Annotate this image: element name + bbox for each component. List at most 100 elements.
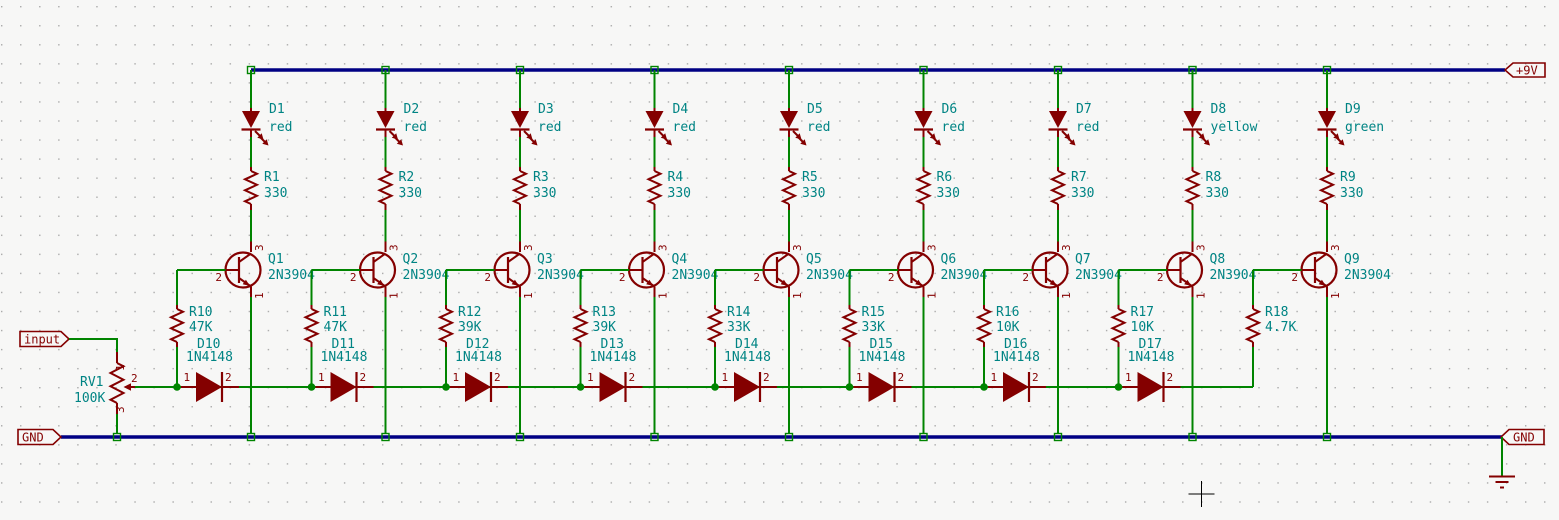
diode-value[interactable]: 1N4148 <box>859 350 906 365</box>
diode-ref[interactable]: D15 <box>870 337 893 352</box>
rv1-value[interactable]: 100K <box>74 391 105 406</box>
resistor-value[interactable]: 330 <box>1340 186 1363 201</box>
led-symbol-D8[interactable] <box>1183 108 1210 146</box>
transistor-ref[interactable]: Q9 <box>1344 252 1360 267</box>
resistor-symbol-R4[interactable] <box>646 167 663 210</box>
transistor-value[interactable]: 2N3904 <box>268 268 315 283</box>
base-resistor-value[interactable]: 10K <box>996 320 1020 335</box>
resistor-value[interactable]: 330 <box>1071 186 1094 201</box>
transistor-value[interactable]: 2N3904 <box>672 268 719 283</box>
diode-value[interactable]: 1N4148 <box>186 350 233 365</box>
base-resistor-ref[interactable]: R17 <box>1131 305 1154 320</box>
base-resistor-value[interactable]: 39K <box>593 320 617 335</box>
diode-value[interactable]: 1N4148 <box>724 350 771 365</box>
led-ref[interactable]: D1 <box>269 102 285 117</box>
led-ref[interactable]: D2 <box>404 102 420 117</box>
transistor-value[interactable]: 2N3904 <box>1210 268 1257 283</box>
resistor-ref[interactable]: R7 <box>1071 170 1087 185</box>
diode-ref[interactable]: D12 <box>466 337 489 352</box>
led-symbol-D3[interactable] <box>510 108 538 146</box>
base-resistor-ref[interactable]: R16 <box>996 305 1019 320</box>
transistor-value[interactable]: 2N3904 <box>941 268 988 283</box>
base-resistor-ref[interactable]: R10 <box>189 305 212 320</box>
led-value[interactable]: red <box>942 120 965 135</box>
resistor-symbol-R13[interactable] <box>572 305 589 347</box>
resistor-value[interactable]: 330 <box>533 186 556 201</box>
transistor-value[interactable]: 2N3904 <box>403 268 450 283</box>
resistor-value[interactable]: 330 <box>668 186 691 201</box>
input-label[interactable]: input <box>19 330 71 348</box>
resistor-ref[interactable]: R9 <box>1340 170 1356 185</box>
resistor-symbol-R10[interactable] <box>168 305 186 347</box>
resistor-value[interactable]: 330 <box>264 186 287 201</box>
resistor-value[interactable]: 330 <box>802 186 825 201</box>
diode-ref[interactable]: D16 <box>1004 337 1027 352</box>
led-value[interactable]: red <box>1076 120 1099 135</box>
resistor-symbol-R3[interactable] <box>511 167 529 210</box>
resistor-value[interactable]: 330 <box>399 186 422 201</box>
resistor-symbol-R11[interactable] <box>303 305 320 347</box>
base-resistor-value[interactable]: 47K <box>324 320 348 335</box>
resistor-symbol-R14[interactable] <box>706 305 724 347</box>
resistor-symbol-R18[interactable] <box>1244 305 1262 347</box>
transistor-ref[interactable]: Q7 <box>1075 252 1091 267</box>
diode-ref[interactable]: D11 <box>332 337 355 352</box>
resistor-symbol-R17[interactable] <box>1110 305 1127 347</box>
base-resistor-ref[interactable]: R15 <box>862 305 885 320</box>
rv1-body[interactable] <box>108 362 126 404</box>
input-wire[interactable] <box>69 338 118 352</box>
diode-ref[interactable]: D14 <box>735 337 759 352</box>
diode-value[interactable]: 1N4148 <box>590 350 637 365</box>
transistor-symbol-Q8[interactable] <box>1165 241 1204 298</box>
diode-value[interactable]: 1N4148 <box>455 350 502 365</box>
resistor-ref[interactable]: R4 <box>668 170 684 185</box>
led-ref[interactable]: D6 <box>942 102 958 117</box>
plus9v-label[interactable]: +9V <box>1503 62 1546 78</box>
resistor-symbol-R15[interactable] <box>841 305 858 347</box>
resistor-symbol-R9[interactable] <box>1318 167 1336 210</box>
base-resistor-value[interactable]: 33K <box>727 320 751 335</box>
gnd-label-left[interactable]: GND <box>17 428 63 446</box>
transistor-ref[interactable]: Q4 <box>672 252 688 267</box>
transistor-value[interactable]: 2N3904 <box>1075 268 1122 283</box>
led-symbol-D4[interactable] <box>645 108 672 146</box>
base-resistor-value[interactable]: 4.7K <box>1265 320 1296 335</box>
led-symbol-D6[interactable] <box>914 108 941 146</box>
led-symbol-D9[interactable] <box>1317 108 1345 146</box>
resistor-symbol-R1[interactable] <box>242 167 260 210</box>
led-symbol-D2[interactable] <box>376 108 403 146</box>
transistor-ref[interactable]: Q1 <box>268 252 284 267</box>
transistor-ref[interactable]: Q2 <box>403 252 419 267</box>
base-resistor-ref[interactable]: R11 <box>324 305 347 320</box>
resistor-ref[interactable]: R1 <box>264 170 280 185</box>
base-resistor-ref[interactable]: R14 <box>727 305 751 320</box>
earth-ground-symbol[interactable] <box>1489 437 1515 489</box>
base-resistor-value[interactable]: 47K <box>189 320 213 335</box>
diode-ref[interactable]: D13 <box>601 337 624 352</box>
rv1-ref[interactable]: RV1 <box>80 375 103 390</box>
led-value[interactable]: green <box>1345 120 1384 135</box>
resistor-ref[interactable]: R6 <box>937 170 953 185</box>
base-resistor-ref[interactable]: R18 <box>1265 305 1288 320</box>
led-ref[interactable]: D4 <box>673 102 689 117</box>
transistor-ref[interactable]: Q5 <box>806 252 822 267</box>
resistor-symbol-R5[interactable] <box>780 167 798 210</box>
resistor-symbol-R7[interactable] <box>1049 167 1067 210</box>
gnd-label-right[interactable]: GND <box>1499 428 1545 446</box>
base-resistor-value[interactable]: 39K <box>458 320 482 335</box>
resistor-ref[interactable]: R2 <box>399 170 415 185</box>
diode-ref[interactable]: D10 <box>197 337 220 352</box>
led-ref[interactable]: D7 <box>1076 102 1092 117</box>
resistor-value[interactable]: 330 <box>937 186 960 201</box>
